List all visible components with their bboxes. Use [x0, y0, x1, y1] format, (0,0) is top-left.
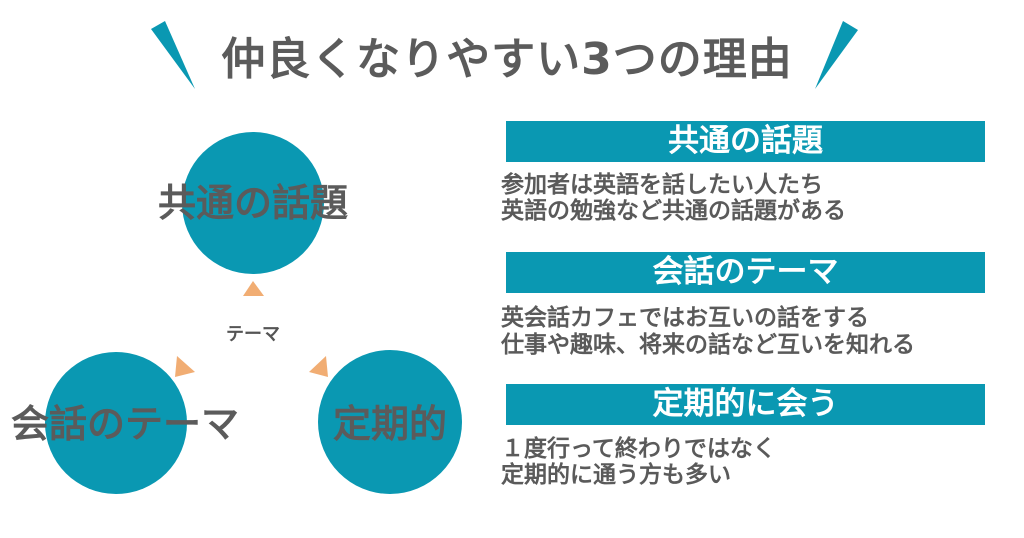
reason-3-line-2: 定期的に通う方も多い — [501, 462, 731, 488]
reason-heading-3: 定期的に会う — [506, 384, 985, 425]
node-label-conversation-theme: 会話のテーマ — [10, 402, 239, 446]
node-circle-right — [318, 350, 462, 494]
node-circle-left — [45, 352, 187, 494]
node-circle-top — [182, 132, 324, 274]
node-label-regular: 定期的 — [332, 402, 447, 446]
right-slash-icon — [815, 21, 858, 89]
arrow-left-icon — [175, 356, 195, 377]
node-label-common-topic: 共通の話題 — [157, 181, 348, 225]
reason-2-line-1: 英会話カフェではお互いの話をする — [501, 305, 869, 331]
arrow-up-icon — [243, 281, 264, 296]
center-label: テーマ — [226, 324, 280, 345]
reason-heading-1: 共通の話題 — [506, 121, 985, 162]
page-title: 仲良くなりやすい3つの理由 — [221, 34, 793, 85]
arrow-right-icon — [309, 356, 328, 377]
reason-1-line-2: 英語の勉強など共通の話題がある — [501, 198, 846, 224]
reason-3-line-1: １度行って終わりではなく — [501, 436, 776, 462]
reason-1-line-1: 参加者は英語を話したい人たち — [501, 172, 823, 198]
left-slash-icon — [151, 21, 195, 89]
reason-heading-2: 会話のテーマ — [506, 252, 985, 293]
reason-2-line-2: 仕事や趣味、将来の話など互いを知れる — [501, 332, 915, 358]
